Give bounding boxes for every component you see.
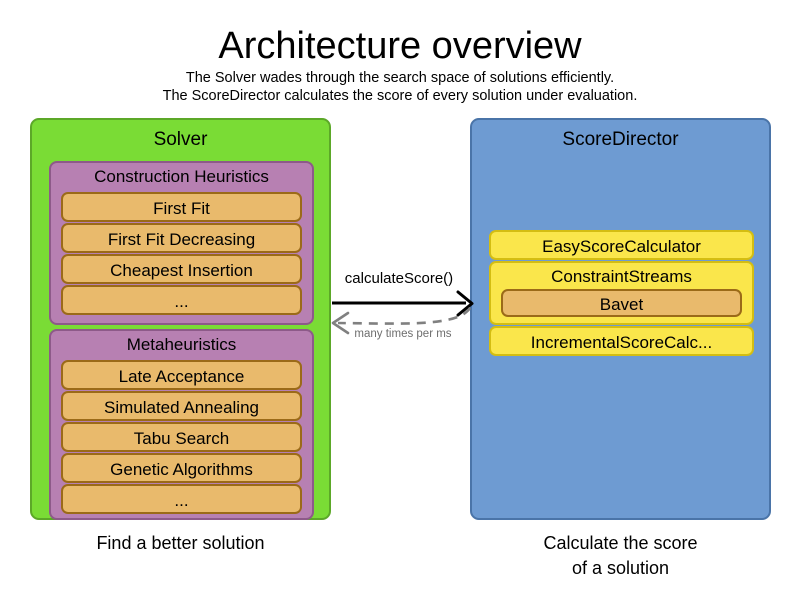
list-item[interactable]: First Fit — [61, 192, 302, 222]
list-item-bavet[interactable]: Bavet — [501, 289, 742, 317]
list-item[interactable]: First Fit Decreasing — [61, 223, 302, 253]
page-subtitle: The Solver wades through the search spac… — [0, 69, 800, 105]
arrow-graphics — [331, 290, 474, 335]
list-item[interactable]: ... — [61, 285, 302, 315]
scoredirector-panel-title: ScoreDirector — [562, 129, 679, 150]
list-item-incremental-score-calculator[interactable]: IncrementalScoreCalc... — [489, 326, 754, 356]
group-construction-heuristics: Construction Heuristics First Fit First … — [49, 161, 314, 325]
scoredirector-caption-line-1: Calculate the score — [543, 533, 698, 553]
solver-caption: Find a better solution — [96, 533, 265, 553]
constraint-streams-label: ConstraintStreams — [551, 267, 692, 286]
arrow-label-calculate-score: calculateScore() — [344, 270, 454, 287]
subtitle-line-2: The ScoreDirector calculates the score o… — [162, 88, 638, 104]
list-item-constraint-streams[interactable]: ConstraintStreams Bavet — [489, 261, 754, 325]
group-title-construction-heuristics: Construction Heuristics — [94, 167, 269, 186]
solver-panel: Solver Construction Heuristics First Fit… — [30, 118, 331, 520]
group-metaheuristics: Metaheuristics Late Acceptance Simulated… — [49, 329, 314, 520]
construction-heuristics-item-list: First Fit First Fit Decreasing Cheapest … — [61, 192, 302, 315]
scoredirector-caption: Calculate the score of a solution — [470, 531, 771, 581]
list-item-easy-score-calculator[interactable]: EasyScoreCalculator — [489, 230, 754, 260]
page-title: Architecture overview — [218, 25, 582, 67]
arrow-left-many-times-per-ms — [331, 307, 472, 335]
metaheuristics-item-list: Late Acceptance Simulated Annealing Tabu… — [61, 360, 302, 514]
solver-panel-title: Solver — [153, 129, 208, 150]
arrow-label-many-times-per-ms: many times per ms — [354, 328, 452, 340]
list-item[interactable]: Simulated Annealing — [61, 391, 302, 421]
list-item[interactable]: ... — [61, 484, 302, 514]
group-title-metaheuristics: Metaheuristics — [126, 335, 237, 354]
interaction-arrows: calculateScore() many times per ms — [320, 260, 490, 355]
scoredirector-caption-line-2: of a solution — [571, 558, 670, 578]
list-item[interactable]: Cheapest Insertion — [61, 254, 302, 284]
scoredirector-item-list: EasyScoreCalculator ConstraintStreams Ba… — [489, 230, 754, 357]
list-item[interactable]: Tabu Search — [61, 422, 302, 452]
scoredirector-panel: ScoreDirector EasyScoreCalculator Constr… — [470, 118, 771, 520]
subtitle-line-1: The Solver wades through the search spac… — [185, 70, 615, 86]
arrow-right-calculate-score — [332, 290, 474, 317]
list-item[interactable]: Genetic Algorithms — [61, 453, 302, 483]
list-item[interactable]: Late Acceptance — [61, 360, 302, 390]
